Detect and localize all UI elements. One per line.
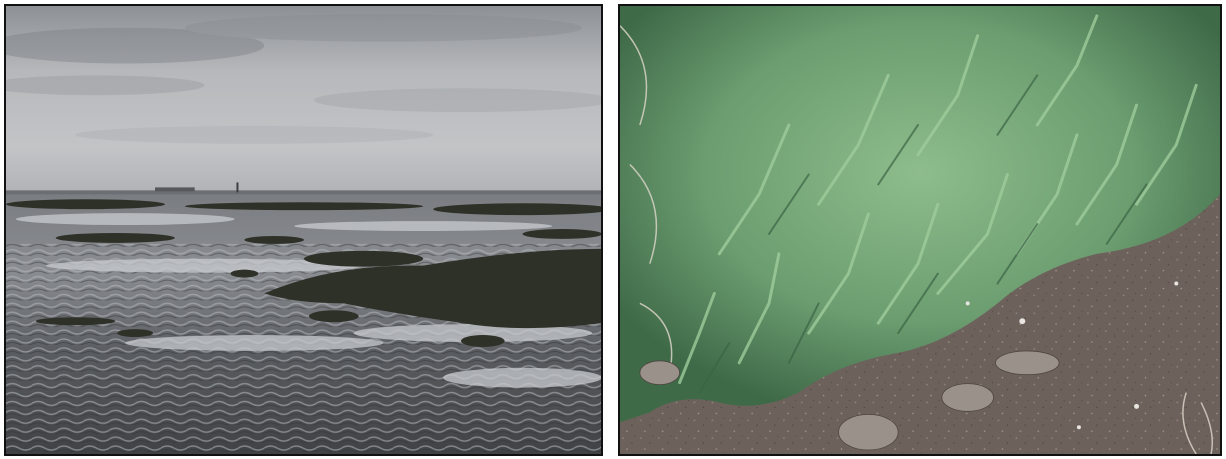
- dry-grass: [620, 25, 1214, 454]
- samphire-cluster: [620, 6, 1220, 423]
- clouds: [6, 13, 601, 144]
- left-photo-panel: [4, 4, 603, 456]
- distant-buildings: [154, 187, 195, 192]
- salt-marsh-patches: [6, 199, 601, 347]
- right-photo-panel: [618, 4, 1222, 456]
- samphire-photo: [620, 6, 1220, 454]
- samphire-stems: [678, 14, 1198, 385]
- horizon: [6, 190, 601, 196]
- sky: [6, 6, 601, 195]
- distant-chimney: [236, 182, 239, 193]
- mudflat-photo: [6, 6, 601, 454]
- water-reflections: [15, 213, 601, 388]
- samphire-shadows: [698, 74, 1148, 394]
- pebbles: [639, 350, 1060, 451]
- shell-fragments: [965, 281, 1179, 430]
